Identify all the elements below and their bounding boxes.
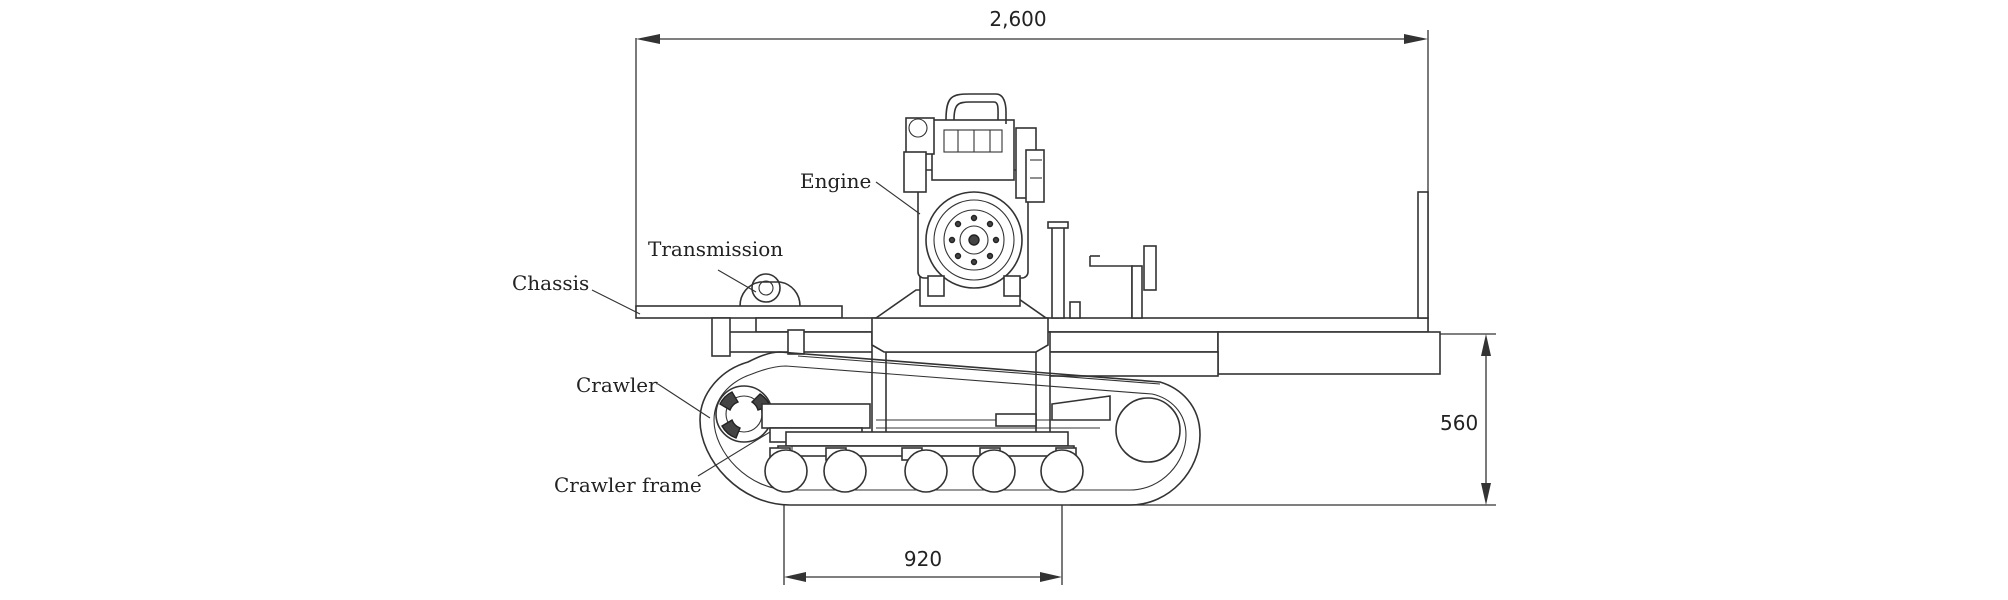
dimension-overall-length: 2,600 xyxy=(635,7,1429,332)
track-roller xyxy=(1040,449,1084,493)
label-chassis: Chassis xyxy=(512,271,589,295)
track-roller xyxy=(972,449,1016,493)
transmission xyxy=(739,273,801,307)
dimension-height: 560 xyxy=(1070,333,1496,506)
track-roller xyxy=(764,449,808,493)
track-roller xyxy=(904,449,948,493)
dimension-label-track-base: 920 xyxy=(904,547,942,571)
label-crawler-frame: Crawler frame xyxy=(554,473,702,497)
leader-lines xyxy=(591,181,921,477)
control-bracket xyxy=(1047,221,1157,319)
engine-stand xyxy=(871,275,1049,353)
engine xyxy=(903,93,1045,297)
track-roller xyxy=(823,449,867,493)
label-engine: Engine xyxy=(800,169,871,193)
crawler-track xyxy=(699,351,1201,506)
label-crawler: Crawler xyxy=(576,373,658,397)
label-transmission: Transmission xyxy=(648,237,783,261)
dimension-label-overall-length: 2,600 xyxy=(989,7,1046,31)
dimension-label-height: 560 xyxy=(1440,411,1478,435)
dimension-track-base: 920 xyxy=(783,505,1063,585)
crawler-frame xyxy=(764,431,1084,493)
